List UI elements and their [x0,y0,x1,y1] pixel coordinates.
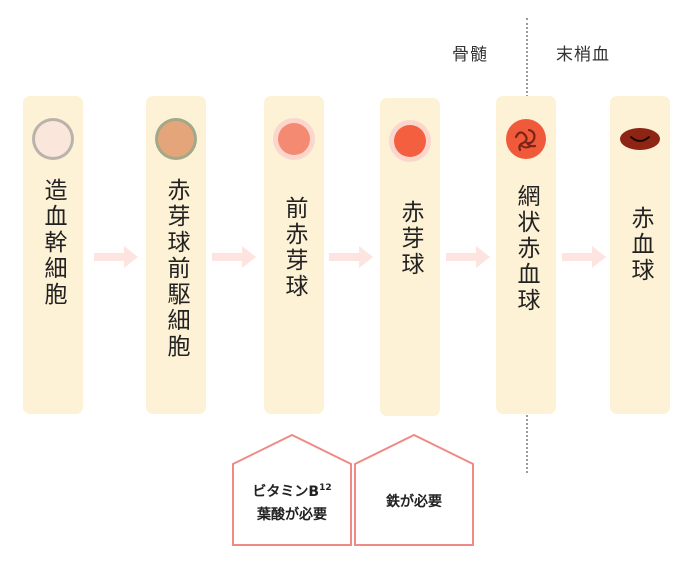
house-outline-icon [232,434,352,546]
stage-erythrocyte: 赤血球 [610,96,670,414]
requirement-text: 鉄が必要 [354,492,474,513]
arrow-right-icon [212,246,256,268]
arrow-right-icon [329,246,373,268]
stage-erythroblast: 赤芽球 [380,98,440,416]
stage-name: 造血幹細胞 [40,178,66,308]
stage-name: 前赤芽球 [281,196,307,300]
stage-reticulocyte: 網状赤血球 [496,96,556,414]
requirement-line-2: 葉酸が必要 [257,507,327,523]
requirement-subscript: 12 [319,483,332,493]
region-label-bone-marrow: 骨髄 [452,45,488,65]
arrow-right-icon [562,246,606,268]
requirement-line-1: 鉄が必要 [386,494,442,510]
tan-cell-icon [155,118,197,160]
stage-name: 赤芽球前駆細胞 [163,178,189,360]
arrow-right-icon [446,246,490,268]
red-cell-icon [389,120,431,162]
light-red-cell-icon [273,118,315,160]
stage-proerythroblast: 前赤芽球 [264,96,324,414]
arrow-right-icon [94,246,138,268]
erythrocyte-icon [620,128,660,150]
stage-name: 網状赤血球 [513,184,539,314]
requirement-text: ビタミンB12 葉酸が必要 [232,482,352,526]
stage-hematopoietic-stem-cell: 造血幹細胞 [23,96,83,414]
requirement-vitamin-b12-folate: ビタミンB12 葉酸が必要 [232,434,352,546]
house-outline-icon [354,434,474,546]
stage-erythroid-progenitor: 赤芽球前駆細胞 [146,96,206,414]
pale-cell-icon [32,118,74,160]
stage-name: 赤血球 [627,206,653,284]
requirement-iron: 鉄が必要 [354,434,474,546]
region-label-peripheral-blood: 末梢血 [556,45,610,65]
requirement-line-1: ビタミンB [252,484,320,500]
stage-name: 赤芽球 [397,200,423,278]
reticulocyte-icon [506,119,546,159]
